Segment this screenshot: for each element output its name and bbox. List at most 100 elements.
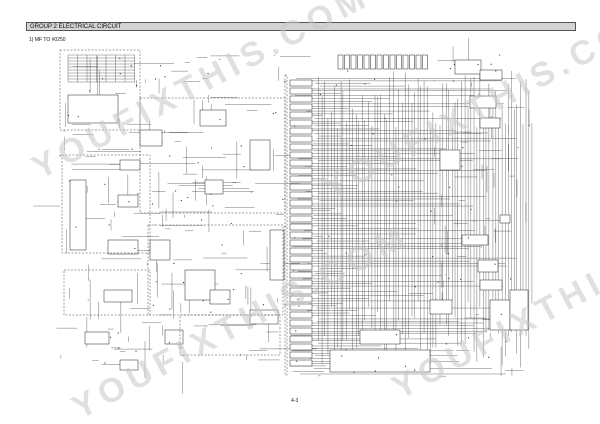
wire-junction bbox=[341, 355, 343, 357]
component-boxes bbox=[67, 54, 529, 373]
wire-junction bbox=[347, 70, 349, 72]
wire-junction bbox=[240, 145, 242, 147]
wire-junction bbox=[282, 198, 284, 201]
wire-junction bbox=[69, 180, 71, 182]
component bbox=[204, 179, 224, 195]
wire-junction bbox=[173, 262, 175, 264]
wire-junction bbox=[219, 118, 221, 121]
component bbox=[117, 194, 139, 208]
component bbox=[357, 54, 363, 70]
wire-junction bbox=[395, 334, 398, 336]
component bbox=[289, 191, 313, 199]
wire-junction bbox=[182, 354, 184, 357]
wire-junction bbox=[377, 357, 380, 359]
section-border bbox=[63, 269, 151, 316]
wire-junction bbox=[528, 124, 530, 126]
wire-junction bbox=[233, 288, 235, 291]
wire-junction bbox=[104, 183, 106, 185]
component bbox=[454, 59, 482, 75]
wire-junction bbox=[335, 84, 337, 86]
wire-junction bbox=[509, 278, 512, 280]
wire-junction bbox=[197, 162, 199, 164]
wire-junction bbox=[67, 114, 70, 117]
wire-junction bbox=[499, 54, 501, 56]
wire-junction bbox=[239, 354, 242, 356]
section-title: GROUP 2 ELECTRICAL CIRCUIT bbox=[30, 24, 122, 30]
wire-junction bbox=[295, 330, 297, 332]
component bbox=[107, 239, 139, 255]
component bbox=[469, 95, 497, 109]
section-header-bar: GROUP 2 ELECTRICAL CIRCUIT bbox=[26, 22, 576, 31]
component bbox=[289, 271, 313, 279]
wire-junction bbox=[134, 247, 136, 250]
component bbox=[289, 279, 313, 287]
wire-junction bbox=[467, 237, 469, 239]
component bbox=[376, 54, 383, 70]
wire-junction bbox=[293, 269, 295, 271]
component bbox=[199, 109, 227, 127]
component bbox=[337, 54, 344, 70]
wire-junction bbox=[494, 263, 496, 265]
component bbox=[289, 351, 313, 359]
wire-junction bbox=[200, 219, 203, 221]
wire-junction bbox=[169, 308, 171, 310]
wire-junction bbox=[298, 305, 300, 307]
wire-junction bbox=[101, 78, 104, 80]
component bbox=[119, 359, 139, 371]
page-number: 4-3 bbox=[291, 398, 299, 404]
wire-junction bbox=[164, 76, 166, 78]
component bbox=[289, 319, 313, 327]
wire-junction bbox=[490, 63, 492, 65]
wire-junction bbox=[284, 304, 286, 306]
wire-junction bbox=[364, 254, 366, 256]
component bbox=[289, 327, 313, 335]
component bbox=[289, 199, 313, 207]
component bbox=[289, 303, 313, 311]
component bbox=[289, 143, 313, 151]
wire-junction bbox=[108, 224, 110, 226]
wire-junction bbox=[449, 68, 452, 70]
wire-junction bbox=[104, 362, 106, 364]
wire-junction bbox=[250, 191, 253, 193]
component bbox=[289, 127, 313, 135]
component bbox=[289, 87, 313, 95]
wire-junction bbox=[414, 286, 417, 288]
component bbox=[289, 223, 313, 231]
wire-junction bbox=[294, 237, 296, 239]
wire-junction bbox=[221, 244, 223, 246]
component bbox=[249, 139, 271, 171]
wire-junction bbox=[462, 147, 464, 149]
wire-junction bbox=[212, 205, 214, 207]
section-border bbox=[59, 49, 141, 131]
wire-junction bbox=[448, 277, 450, 279]
component bbox=[69, 179, 87, 251]
wire-junction bbox=[374, 370, 376, 372]
component bbox=[249, 309, 279, 325]
wire-junction bbox=[169, 155, 171, 157]
component bbox=[289, 79, 313, 87]
wire-junction bbox=[293, 125, 296, 127]
wire-junction bbox=[77, 116, 79, 118]
component bbox=[289, 159, 313, 167]
wire-junction bbox=[296, 360, 298, 362]
component bbox=[402, 54, 409, 70]
wire-junction bbox=[230, 222, 232, 225]
component bbox=[409, 54, 415, 70]
component bbox=[289, 247, 313, 255]
wire-junction bbox=[467, 337, 470, 339]
wire-junction bbox=[500, 313, 502, 315]
component bbox=[422, 54, 428, 70]
wire-junction bbox=[182, 281, 185, 284]
component bbox=[289, 207, 313, 215]
wire-junction bbox=[372, 133, 374, 135]
section-borders bbox=[59, 49, 288, 376]
wire-junction bbox=[135, 350, 137, 352]
component bbox=[489, 299, 511, 331]
component bbox=[209, 289, 231, 305]
wire-junction bbox=[297, 298, 299, 300]
wire-junction bbox=[135, 85, 138, 87]
wire-junction bbox=[447, 252, 449, 255]
wire-junction bbox=[477, 63, 479, 66]
section-border bbox=[139, 97, 286, 214]
